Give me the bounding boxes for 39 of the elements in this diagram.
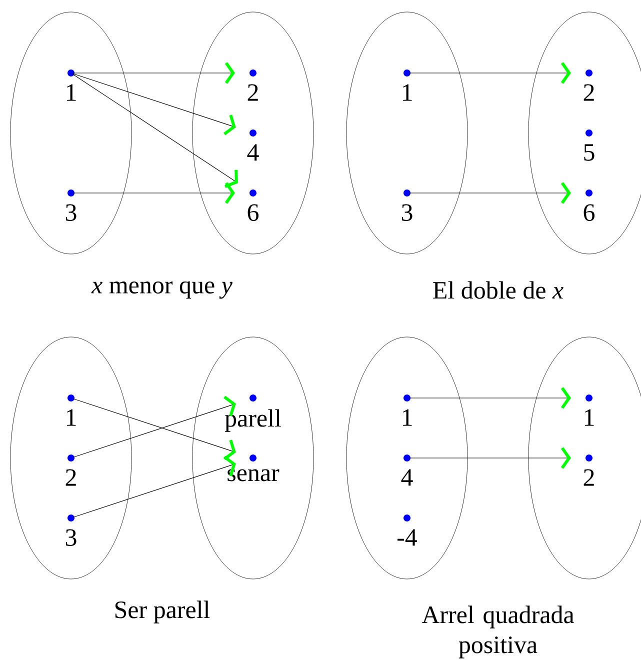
point-label: 6 [584,204,595,221]
point-label: 2 [584,469,594,486]
arrow [72,73,236,136]
arrow [72,456,236,518]
point-label: 1 [402,409,412,426]
point-label: 4 [401,469,413,486]
arrow [72,62,235,84]
arrow [408,62,571,84]
point-label: parell [224,409,281,432]
point-label: -4 [398,529,418,546]
point-label: 1 [66,84,76,101]
point-label: 3 [66,529,76,546]
set-ellipse [192,12,314,254]
arrow [72,182,235,204]
point-label: 1 [402,84,412,101]
point-label: 5 [584,144,594,161]
set-ellipse [192,336,314,580]
caption: Arrel quadrada positiva [422,606,574,658]
point-label: senar [228,469,280,482]
arrow [72,74,238,188]
point-label: 6 [248,204,259,221]
point-label: 2 [66,469,76,486]
set-ellipse [10,336,132,580]
caption: El doble de x [433,281,564,299]
set-ellipse [10,12,132,254]
arrow [408,447,571,469]
point-label: 4 [247,144,259,161]
point-label: 3 [402,204,412,221]
arrow [408,387,571,409]
set-ellipse [346,12,468,254]
point-label: 1 [584,409,594,426]
set-ellipse [346,336,468,580]
caption: Ser parell [115,600,210,624]
caption: x menor que y [91,281,232,299]
point-label: 1 [66,409,76,426]
point-label: 2 [248,84,258,101]
point-label: 2 [584,84,594,101]
arrow [408,182,571,204]
point-label: 3 [66,204,76,221]
